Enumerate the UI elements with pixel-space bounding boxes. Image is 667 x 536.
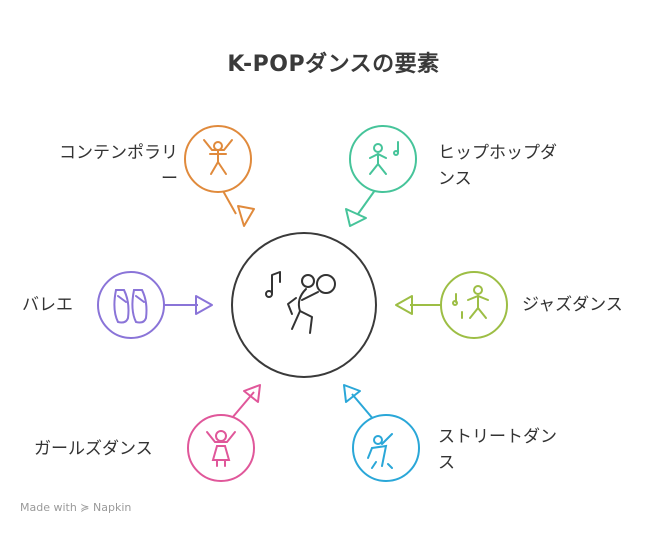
center-node xyxy=(231,232,377,378)
label-girls: ガールズダンス xyxy=(34,436,184,462)
node-jazz xyxy=(395,271,508,339)
node-ballet xyxy=(97,271,213,339)
label-contemporary: コンテンポラリ ー xyxy=(28,140,178,192)
hiphop-dancer-icon xyxy=(369,141,399,175)
label-street-line-2: ス xyxy=(438,453,455,473)
street-dancer-icon xyxy=(367,433,393,469)
contemporary-dancer-icon xyxy=(203,139,233,175)
label-contemporary-line-1: コンテンポラリ xyxy=(59,143,178,163)
diagram-title: K-POPダンスの要素 xyxy=(227,52,440,77)
girl-dancer-icon xyxy=(206,430,236,467)
label-ballet: バレエ xyxy=(22,292,102,318)
label-hiphop: ヒップホップダ ンス xyxy=(438,140,598,192)
node-street xyxy=(343,384,420,482)
jazz-dancer-icon xyxy=(452,285,489,319)
footer-napkin: Made with ≽ Napkin xyxy=(20,501,132,514)
label-hiphop-line-1: ヒップホップダ xyxy=(438,143,557,163)
node-girls xyxy=(187,384,261,482)
label-contemporary-line-2: ー xyxy=(161,169,178,189)
node-contemporary xyxy=(184,125,255,227)
label-street-line-1: ストリートダン xyxy=(438,427,557,447)
label-jazz: ジャズダンス xyxy=(522,292,662,318)
label-jazz-line-1: ジャズダンス xyxy=(522,295,623,315)
label-street: ストリートダン ス xyxy=(438,424,598,476)
label-hiphop-line-2: ンス xyxy=(438,169,472,189)
singer-dancing-icon xyxy=(265,271,336,334)
label-ballet-line-1: バレエ xyxy=(22,295,73,315)
label-girls-line-1: ガールズダンス xyxy=(34,439,153,459)
node-hiphop xyxy=(345,125,417,227)
ballet-shoes-icon xyxy=(113,289,148,324)
